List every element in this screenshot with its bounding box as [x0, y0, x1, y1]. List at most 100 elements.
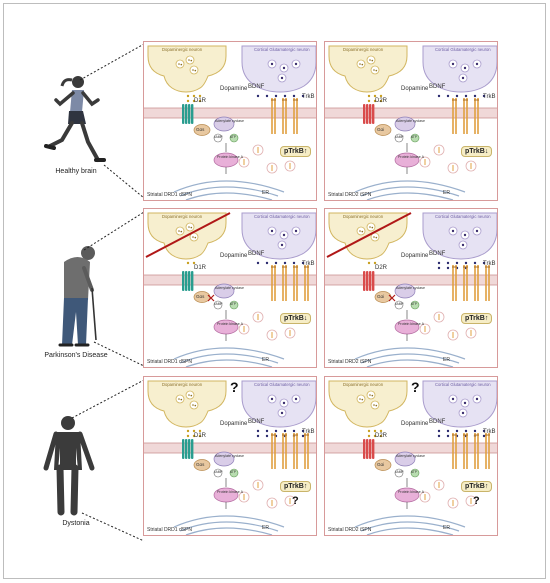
dopaminergic-neuron-label: Dopaminergic neuron — [162, 214, 203, 219]
dopamine-label: Dopamine — [401, 421, 429, 427]
trkb-label: TrkB — [302, 429, 315, 435]
dopamine-label: Dopamine — [401, 86, 429, 92]
panel-caption: Striatal DRD1 dSPN — [147, 527, 193, 533]
atp-icon — [410, 133, 420, 143]
adenylate-cyclase-label: Adenylate cyclase — [215, 286, 244, 290]
er-label: ER — [443, 525, 450, 531]
bdnf-label: BDNF — [248, 251, 265, 257]
g-protein-icon — [193, 124, 211, 136]
g-protein-label: Gαi — [377, 462, 385, 467]
ptrkb-change-arrow: ↑ — [303, 148, 308, 155]
er-label: ER — [262, 525, 269, 531]
camp-label: cAMP — [214, 302, 223, 306]
trkb-label: TrkB — [483, 261, 496, 267]
unknown-mark: ? — [292, 495, 299, 507]
pka-label: Protein kinase A — [217, 322, 243, 326]
cell-membrane — [144, 275, 316, 285]
atp-label: ATP — [411, 470, 417, 474]
dopaminergic-neuron-label: Dopaminergic neuron — [343, 47, 384, 52]
camp-icon — [213, 300, 223, 310]
camp-icon — [394, 468, 404, 478]
adenylate-cyclase-icon — [213, 451, 235, 467]
dopaminergic-neuron-terminal — [328, 380, 408, 428]
bdnf-label: BDNF — [429, 251, 446, 257]
adenylate-cyclase-icon — [213, 283, 235, 299]
ptrkb-label: pTrkB — [465, 315, 485, 322]
trkb-label: TrkB — [483, 94, 496, 100]
atp-icon — [410, 468, 420, 478]
cortical-neuron-label: Cortical Glutamatergic neuron — [435, 214, 491, 219]
unknown-mark: ? — [411, 379, 420, 395]
endoplasmic-reticulum-icon — [354, 515, 466, 535]
endoplasmic-reticulum-icon — [173, 347, 285, 367]
trkb-label: TrkB — [302, 94, 315, 100]
endoplasmic-reticulum-icon — [354, 180, 466, 200]
pathway-illustration — [144, 45, 316, 200]
receptor-label: D2R — [375, 433, 388, 439]
g-protein-icon — [374, 459, 392, 471]
ptrkb-badge: pTrkB↑ — [280, 146, 312, 157]
trkb-label: TrkB — [483, 429, 496, 435]
person-label: Parkinson's Disease — [44, 352, 108, 359]
connector-line — [79, 43, 145, 81]
camp-icon — [213, 468, 223, 478]
trkb-receptor-icon — [463, 433, 468, 469]
connector-line — [81, 512, 145, 542]
atp-icon — [410, 300, 420, 310]
trkb-label: TrkB — [302, 261, 315, 267]
endoplasmic-reticulum-icon — [173, 515, 285, 535]
stooped-person-with-cane-icon — [58, 246, 97, 347]
trkb-receptor-icon — [485, 265, 490, 301]
bdnf-label: BDNF — [248, 84, 265, 90]
dopaminergic-neuron-terminal — [147, 45, 227, 93]
ptrkb-badge: pTrkB↑ — [461, 313, 493, 324]
g-protein-label: Gαi — [377, 294, 385, 299]
atp-icon — [229, 133, 239, 143]
person-label: Healthy brain — [55, 168, 97, 175]
dopamine-receptor-icon — [182, 104, 194, 124]
pka-label: Protein kinase A — [398, 322, 424, 326]
adenylate-cyclase-label: Adenylate cyclase — [396, 454, 425, 458]
cell-membrane — [325, 443, 497, 453]
cortical-neuron-label: Cortical Glutamatergic neuron — [435, 382, 491, 387]
trkb-receptor-icon — [282, 98, 287, 134]
trkb-receptor-icon — [282, 265, 287, 301]
atp-icon — [229, 300, 239, 310]
dopamine-label: Dopamine — [220, 421, 248, 427]
connector-line — [71, 379, 145, 419]
dopaminergic-neuron-terminal — [328, 45, 408, 93]
ptrkb-badge: pTrkB↑ — [280, 481, 312, 492]
adenylate-cyclase-label: Adenylate cyclase — [215, 119, 244, 123]
bdnf-label: BDNF — [248, 419, 265, 425]
adenylate-cyclase-label: Adenylate cyclase — [396, 119, 425, 123]
pka-label: Protein kinase A — [398, 490, 424, 494]
trkb-receptor-icon — [293, 265, 298, 301]
panel-caption: Striatal DRD2 iSPN — [328, 192, 372, 198]
ptrkb-label: pTrkB — [465, 483, 485, 490]
dopamine-receptor-icon — [182, 271, 194, 291]
degeneration-cross — [145, 212, 231, 258]
pka-label: Protein kinase A — [217, 490, 243, 494]
adenylate-cyclase-icon — [394, 451, 416, 467]
cortical-neuron-label: Cortical Glutamatergic neuron — [254, 47, 310, 52]
ptrkb-badge: pTrkB↓ — [461, 146, 493, 157]
cortical-neuron-terminal — [241, 212, 316, 260]
trkb-receptor-icon — [282, 433, 287, 469]
camp-label: cAMP — [214, 470, 223, 474]
pka-label: Protein kinase A — [217, 155, 243, 159]
panel-caption: Striatal DRD2 iSPN — [328, 527, 372, 533]
g-protein-icon — [193, 459, 211, 471]
adenylate-cyclase-icon — [394, 283, 416, 299]
g-protein-icon — [374, 124, 392, 136]
cell-membrane — [325, 108, 497, 118]
camp-label: cAMP — [395, 302, 404, 306]
dopamine-receptor-icon — [363, 104, 375, 124]
atp-label: ATP — [411, 302, 417, 306]
inhibition-mark — [207, 294, 215, 302]
er-label: ER — [443, 357, 450, 363]
cortical-neuron-terminal — [241, 45, 316, 93]
